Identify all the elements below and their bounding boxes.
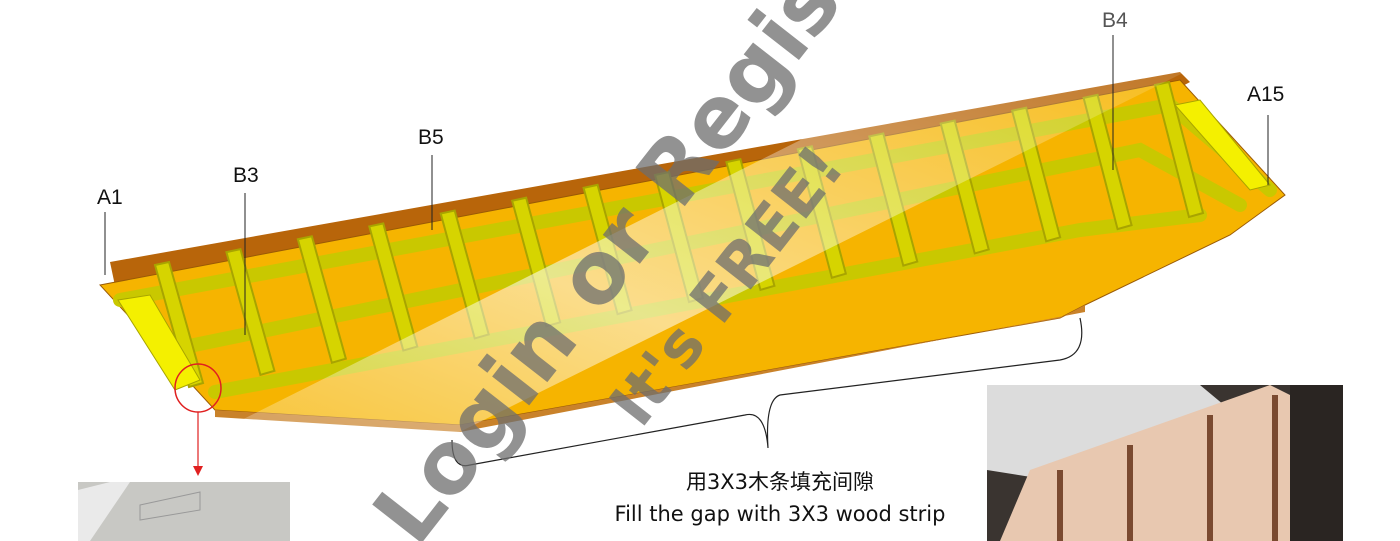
detail-photo-left — [78, 482, 290, 541]
watermark-band — [0, 0, 1330, 541]
label-b5: B5 — [418, 126, 444, 149]
label-b4: B4 — [1102, 9, 1128, 32]
caption-english: Fill the gap with 3X3 wood strip — [614, 502, 946, 526]
gap-bracket — [451, 317, 1083, 467]
label-a15: A15 — [1247, 83, 1285, 106]
detail-arrow-head — [193, 466, 203, 476]
bulkhead-plate — [225, 247, 276, 377]
bulkhead-plate — [1153, 80, 1205, 219]
caption-chinese: 用3X3木条填充间隙 — [685, 470, 875, 494]
bulkhead-plate — [296, 235, 348, 364]
end-panel-a15 — [1174, 99, 1271, 191]
end-panel-a1 — [117, 294, 201, 391]
detail-photo-right — [987, 385, 1343, 541]
leader-lines — [104, 35, 1269, 335]
label-b3: B3 — [233, 164, 259, 187]
label-a1: A1 — [97, 186, 123, 209]
